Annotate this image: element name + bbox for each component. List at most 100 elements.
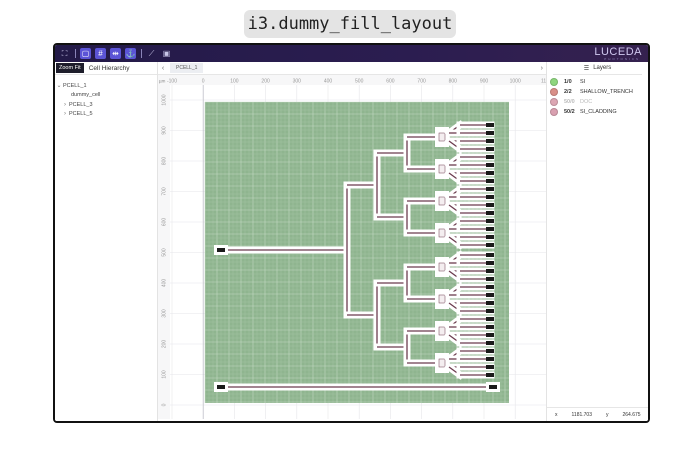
x-label: x (555, 411, 558, 418)
y-tick-label: 700 (162, 187, 168, 196)
layout-svg[interactable]: -100010020030040050060070080090010001100… (158, 75, 552, 419)
output-grating-coupler (486, 349, 494, 353)
layer-row-shallow-trench[interactable]: 2/2 SHALLOW_TRENCH (547, 87, 648, 97)
ruler-button[interactable]: ⟋ (146, 48, 157, 59)
chevron-right-icon[interactable]: › (64, 111, 66, 118)
mmi-splitter (438, 132, 446, 142)
layer-visibility-toggle[interactable] (550, 78, 558, 86)
x-tick-label: 900 (480, 79, 489, 85)
x-tick-label: 500 (355, 79, 364, 85)
output-grating-coupler (486, 333, 494, 337)
output-grating-coupler (486, 179, 494, 183)
x-tick-label: -100 (167, 79, 177, 85)
toolbar-divider (141, 49, 142, 58)
anchor-icon: ⚓ (125, 48, 136, 58)
horizontal-ruler (158, 75, 546, 85)
output-grating-coupler (486, 293, 494, 297)
output-grating-coupler (486, 147, 494, 151)
save-button[interactable]: ▣ (161, 48, 172, 59)
x-tick-label: 300 (293, 79, 302, 85)
x-tick-label: 400 (324, 79, 333, 85)
port-toggle[interactable]: ⇹ (110, 48, 121, 59)
zoom-fit-tooltip: Zoom Fit (56, 63, 84, 73)
output-grating-coupler (486, 123, 494, 127)
layer-name: SI_CLADDING (580, 109, 617, 115)
anchor-toggle[interactable]: ⚓ (125, 48, 136, 59)
output-grating-coupler (486, 277, 494, 281)
y-tick-label: 800 (162, 157, 168, 166)
y-tick-label: 900 (162, 126, 168, 135)
output-grating-coupler (486, 211, 494, 215)
output-grating-coupler (486, 163, 494, 167)
tree-item-pcell-1[interactable]: ⌄PCELL_1 (56, 82, 87, 90)
mmi-splitter (438, 326, 446, 336)
output-grating-coupler (486, 325, 494, 329)
layer-visibility-toggle[interactable] (550, 98, 558, 106)
tabs-next-button[interactable]: › (540, 64, 543, 72)
output-grating-coupler (486, 373, 494, 377)
y-tick-label: 400 (162, 279, 168, 288)
output-grating-coupler (486, 139, 494, 143)
chevron-down-icon[interactable]: ⌄ (56, 83, 62, 90)
luceda-logo: LUCEDA (594, 46, 642, 58)
output-grating-coupler (486, 243, 494, 247)
y-tick-label: 200 (162, 340, 168, 349)
output-grating-coupler (486, 155, 494, 159)
tab-pcell-1[interactable]: PCELL_1 (170, 63, 204, 73)
app-window: ⛶ ▢ # ⇹ ⚓ ⟋ ▣ LUCEDA PHOTONICS Zoom Fit … (53, 43, 650, 423)
chevron-right-icon[interactable]: › (64, 101, 66, 108)
output-grating-coupler (486, 341, 494, 345)
grid-toggle[interactable]: # (95, 48, 106, 59)
layout-canvas[interactable]: -100010020030040050060070080090010001100… (158, 75, 552, 421)
cell-hierarchy-panel: Zoom Fit Cell Hierarchy ⌄PCELL_1 dummy_c… (55, 62, 158, 421)
mmi-splitter (438, 196, 446, 206)
ruler-unit: µm (159, 79, 166, 84)
layer-number: 1/0 (564, 79, 572, 85)
output-grating-coupler (486, 171, 494, 175)
x-tick-label: 800 (449, 79, 458, 85)
tree-item-pcell-3[interactable]: ›PCELL_3 (55, 100, 157, 110)
layers-icon: ☰ (583, 65, 590, 72)
layer-number: 2/2 (564, 89, 572, 95)
x-tick-label: 700 (417, 79, 426, 85)
zoom-fit-button[interactable]: ⛶ (59, 48, 70, 59)
x-value: 1181.703 (571, 411, 592, 418)
output-grating-coupler (486, 317, 494, 321)
mmi-splitter (438, 228, 446, 238)
tree-item-pcell-5[interactable]: ›PCELL_5 (55, 110, 157, 120)
tab-cell-hierarchy[interactable]: Cell Hierarchy (88, 64, 130, 72)
x-tick-label: 600 (386, 79, 395, 85)
y-tick-label: 500 (162, 248, 168, 257)
layer-name: SI (580, 79, 586, 85)
layer-visibility-toggle[interactable] (550, 88, 558, 96)
x-tick-label: 200 (261, 79, 270, 85)
y-tick-label: 0 (162, 403, 168, 406)
layer-number: 50/0 (564, 99, 575, 105)
layer-name: SHALLOW_TRENCH (580, 89, 633, 95)
y-value: 264.675 (622, 411, 641, 418)
output-grating-coupler (486, 235, 494, 239)
output-grating-coupler (486, 357, 494, 361)
layer-row-si[interactable]: 1/0 SI (547, 77, 648, 87)
y-tick-label: 600 (162, 218, 168, 227)
y-tick-label: 300 (162, 309, 168, 318)
select-toggle[interactable]: ▢ (80, 48, 91, 59)
layout-caption: i3.dummy_fill_layout (244, 10, 456, 38)
layout-viewer: ‹ PCELL_1 › -100 0 100 200 300 400 500 600 700 80… (158, 62, 552, 421)
output-grating-coupler (486, 261, 494, 265)
layer-visibility-toggle[interactable] (550, 108, 558, 116)
luceda-logo-subtitle: PHOTONICS (604, 57, 640, 61)
output-grating-coupler (486, 365, 494, 369)
tree-item-dummy-cell[interactable]: dummy_cell (71, 92, 101, 99)
tabs-prev-button[interactable]: ‹ (161, 64, 165, 72)
cursor-coordinates: x 1181.703 y 264.675 (547, 407, 648, 421)
output-grating-coupler (486, 219, 494, 223)
x-tick-label: 100 (230, 79, 239, 85)
grid-icon: # (98, 48, 103, 58)
mmi-splitter (438, 262, 446, 272)
zoom-fit-icon: ⛶ (61, 48, 68, 58)
ruler-icon: ⟋ (148, 48, 155, 58)
